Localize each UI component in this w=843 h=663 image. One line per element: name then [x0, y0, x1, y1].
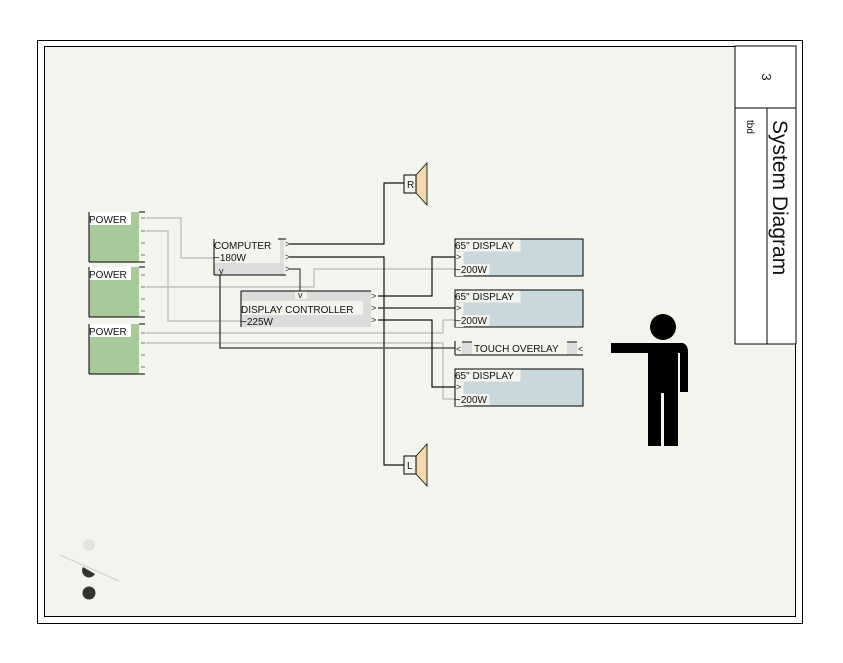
- dot-half[interactable]: [82, 567, 95, 578]
- computer-output-3: >: [285, 264, 290, 274]
- wire-power1-controller: [146, 230, 241, 322]
- wire-power3-display2: [146, 319, 455, 334]
- power-unit-label: POWER: [89, 327, 127, 338]
- title-block-title: System Diagram: [768, 120, 791, 275]
- display-input-marker: >: [456, 303, 461, 313]
- display-1[interactable]: 65" DISPLAY > ~200W: [454, 238, 584, 277]
- controller-label: DISPLAY CONTROLLER: [241, 305, 353, 316]
- sheet-number: 3: [759, 73, 774, 80]
- display-2[interactable]: 65" DISPLAY > ~200W: [454, 289, 584, 328]
- controller-output-2: >: [371, 303, 376, 313]
- dot-dark[interactable]: [82, 586, 96, 600]
- display-controller-block[interactable]: v DISPLAY CONTROLLER ~225W > > >: [240, 290, 376, 328]
- display-power: ~200W: [455, 395, 488, 406]
- speaker-label: L: [407, 461, 413, 472]
- display-power: ~200W: [455, 265, 488, 276]
- computer-label: COMPUTER: [214, 241, 271, 252]
- power-unit-2[interactable]: POWER: [88, 266, 145, 318]
- touch-overlay-right-marker: <: [578, 344, 583, 354]
- speaker-label: R: [407, 180, 414, 191]
- display-label: 65" DISPLAY: [455, 371, 514, 382]
- wire-power1-computer: [146, 217, 214, 259]
- wire-computer-speaker-r: [290, 182, 404, 245]
- person-figure-icon: [611, 314, 688, 446]
- wire-computer-controller: [290, 268, 301, 291]
- controller-output-1: >: [371, 291, 376, 301]
- speaker-cone-icon: [415, 161, 428, 207]
- computer-block[interactable]: COMPUTER ~180W v > > >: [213, 238, 290, 276]
- controller-input-marker: v: [298, 290, 303, 300]
- touch-overlay-label: TOUCH OVERLAY: [474, 344, 559, 355]
- signal-wires: [219, 182, 455, 466]
- display-3[interactable]: 65" DISPLAY > ~200W: [454, 368, 584, 407]
- display-input-marker: >: [456, 252, 461, 262]
- computer-input-marker: v: [219, 266, 224, 276]
- touch-overlay-block[interactable]: < TOUCH OVERLAY <: [454, 341, 583, 356]
- computer-power: ~180W: [214, 253, 247, 264]
- wire-controller-display3: [378, 319, 455, 388]
- power-unit-3[interactable]: POWER: [88, 323, 145, 375]
- title-block: 3 tbd System Diagram: [734, 45, 797, 345]
- speaker-right[interactable]: R: [403, 161, 428, 207]
- wire-controller-display1: [378, 256, 455, 297]
- layer-dots-control[interactable]: [59, 539, 120, 600]
- title-block-subtitle: tbd: [744, 120, 755, 134]
- speaker-cone-icon: [415, 442, 428, 488]
- display-input-marker: >: [456, 382, 461, 392]
- wire-power3-display3: [146, 342, 455, 400]
- display-label: 65" DISPLAY: [455, 241, 514, 252]
- display-power: ~200W: [455, 316, 488, 327]
- dot-light[interactable]: [83, 539, 95, 551]
- power-unit-1[interactable]: POWER: [88, 211, 145, 263]
- power-unit-label: POWER: [89, 270, 127, 281]
- wire-computer-speaker-l: [290, 256, 404, 466]
- touch-overlay-left-marker: <: [456, 344, 461, 354]
- controller-power: ~225W: [241, 317, 274, 328]
- computer-output-1: >: [285, 239, 290, 249]
- display-label: 65" DISPLAY: [455, 292, 514, 303]
- power-unit-label: POWER: [89, 215, 127, 226]
- computer-output-2: >: [285, 252, 290, 262]
- controller-output-3: >: [371, 315, 376, 325]
- wire-computer-touch: [219, 275, 455, 349]
- speaker-left[interactable]: L: [403, 442, 428, 488]
- power-wires: [146, 217, 455, 400]
